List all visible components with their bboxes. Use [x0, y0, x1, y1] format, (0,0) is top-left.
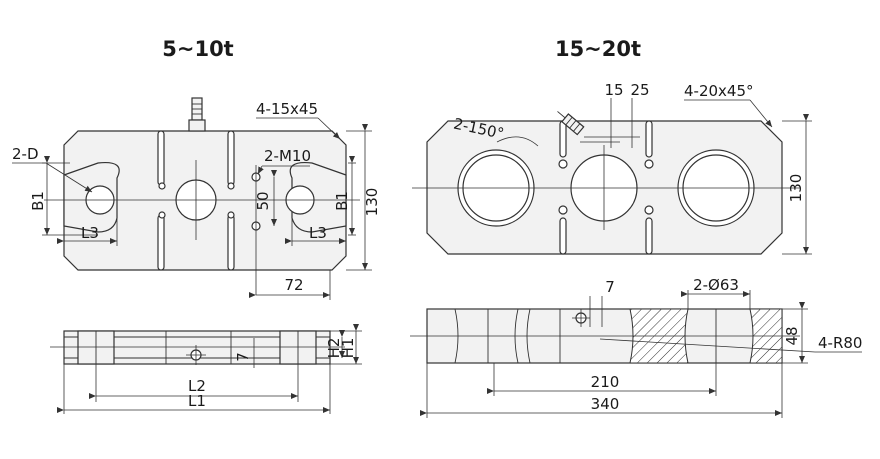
right-top-view: 130 2-150° 15 25 4-20x45° — [412, 81, 812, 255]
left-top-view: 130 50 72 B1 B1 L3 L3 2-D — [12, 97, 381, 300]
label-4-r80: 4-R80 — [818, 334, 862, 352]
label-2-d: 2-D — [12, 145, 39, 163]
label-4-15x45: 4-15x45 — [256, 100, 318, 118]
slots — [157, 130, 235, 271]
dim-l3-right: L3 — [309, 224, 327, 242]
dim-50: 50 — [254, 191, 272, 210]
label-2-m10: 2-M10 — [264, 147, 311, 165]
dim-210: 210 — [591, 373, 620, 391]
dim-7-right: 7 — [605, 278, 615, 296]
dim-l2: L2 — [188, 377, 206, 395]
angle-arc — [496, 136, 539, 147]
dim-15: 15 — [604, 81, 623, 99]
dim-b1-right: B1 — [333, 191, 351, 211]
dim-130-right: 130 — [787, 174, 805, 203]
dim-340: 340 — [591, 395, 620, 413]
dim-7-left: 7 — [234, 352, 252, 362]
dim-h1: H1 — [339, 338, 357, 359]
dim-48: 48 — [783, 326, 801, 345]
cable-connector — [188, 97, 206, 132]
slots-right — [559, 120, 653, 255]
dim-l3-left: L3 — [81, 224, 99, 242]
dim-l1: L1 — [188, 392, 206, 410]
dim-b1-left: B1 — [29, 191, 47, 211]
title-15-20t: 15~20t — [555, 37, 641, 61]
right-side-view: 7 2-Ø63 48 4-R80 210 340 — [410, 276, 862, 418]
label-4-20x45: 4-20x45° — [684, 82, 754, 100]
dim-25: 25 — [630, 81, 649, 99]
label-2-d63: 2-Ø63 — [693, 276, 739, 294]
dim-130-left: 130 — [363, 188, 381, 217]
dim-h2: H2 — [325, 338, 343, 359]
title-5-10t: 5~10t — [162, 37, 233, 61]
left-side-view: 7 H2 H1 L2 L1 — [50, 324, 362, 414]
dim-72: 72 — [284, 276, 303, 294]
cable-connector-right — [557, 111, 585, 136]
